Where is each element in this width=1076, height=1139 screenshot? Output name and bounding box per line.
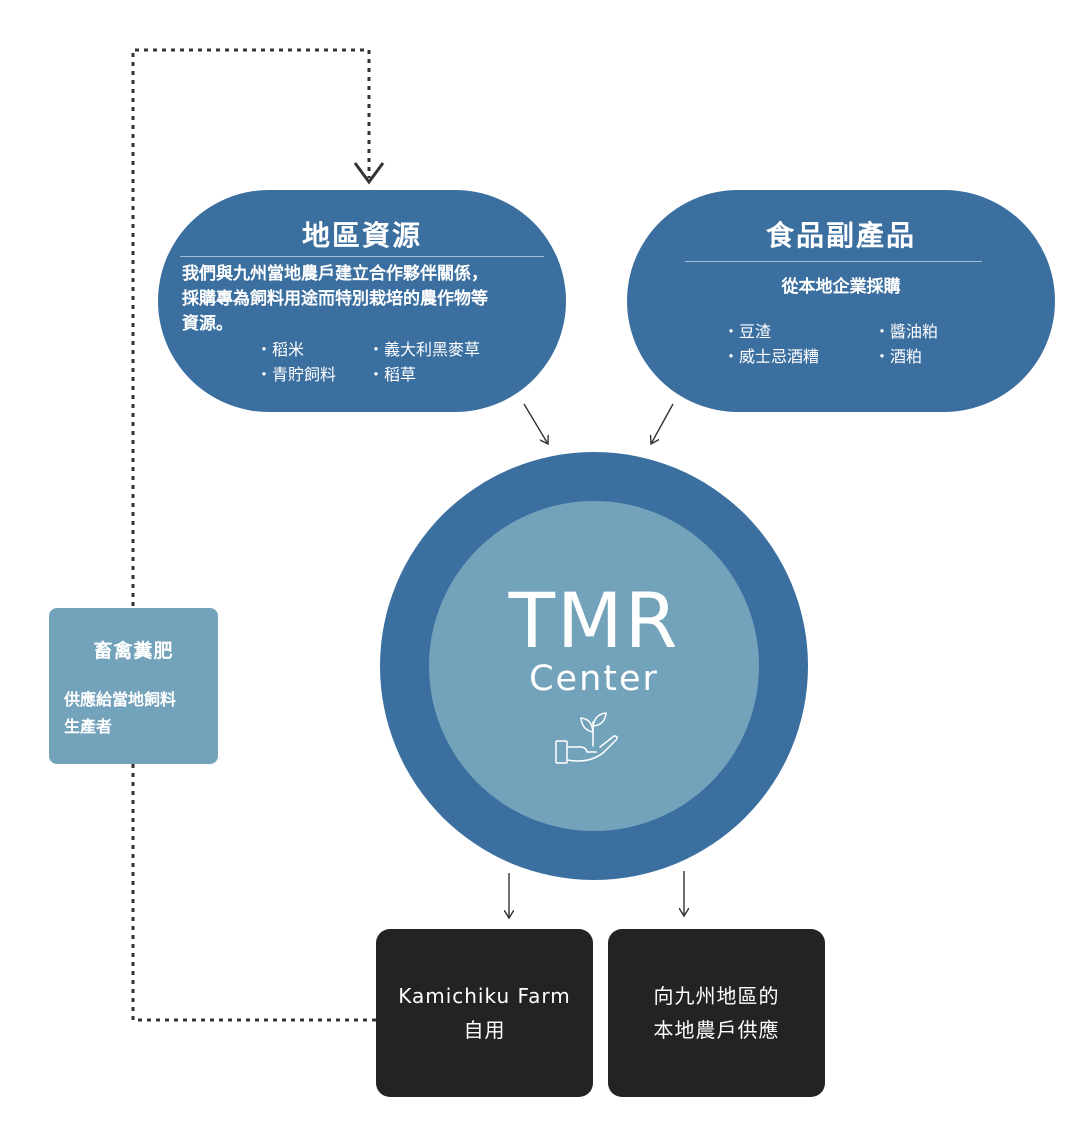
local-resource-item: ・稻草 bbox=[368, 365, 417, 384]
food-byproducts-title: 食品副產品 bbox=[765, 219, 916, 252]
tmr-subtitle: Center bbox=[529, 659, 659, 699]
supply-box: 向九州地區的 本地農戶供應 bbox=[608, 929, 825, 1097]
feedback-loop-line bbox=[131, 48, 376, 1022]
local-resources-description-line: 採購專為飼料用途而特別栽培的農作物等 bbox=[182, 289, 488, 309]
manure-description: 供應給當地飼料 生產者 bbox=[64, 686, 176, 740]
food-byproducts-divider bbox=[685, 261, 982, 262]
supply-line: 本地農戶供應 bbox=[653, 1018, 780, 1042]
feedback-loop-arrowhead bbox=[353, 162, 385, 185]
food-byproducts-subtitle: 從本地企業採購 bbox=[781, 277, 901, 297]
local-resource-item: ・稻米 bbox=[256, 340, 305, 359]
self-use-line: 自用 bbox=[463, 1018, 506, 1042]
local-resources-description-line: 資源。 bbox=[182, 314, 233, 334]
manure-description-line: 生產者 bbox=[64, 717, 113, 736]
self-use-line: Kamichiku Farm bbox=[398, 984, 571, 1008]
manure-card: 畜禽糞肥 供應給當地飼料 生產者 bbox=[49, 608, 218, 764]
local-resource-item: ・青貯飼料 bbox=[256, 365, 337, 384]
manure-description-line: 供應給當地飼料 bbox=[64, 690, 177, 709]
local-resources-title: 地區資源 bbox=[301, 219, 422, 252]
self-use-label: Kamichiku Farm 自用 bbox=[376, 979, 593, 1047]
food-byproduct-item: ・威士忌酒糟 bbox=[723, 347, 820, 366]
supply-line: 向九州地區的 bbox=[653, 984, 780, 1008]
arrow-local-to-tmr bbox=[523, 403, 548, 444]
food-byproduct-item: ・醬油粕 bbox=[874, 322, 939, 341]
food-byproduct-item: ・酒粕 bbox=[874, 347, 923, 366]
tmr-title: TMR bbox=[508, 576, 680, 665]
self-use-box: Kamichiku Farm 自用 bbox=[376, 929, 593, 1097]
local-resources-pill: 地區資源 我們與九州當地農戶建立合作夥伴關係， 採購專為飼料用途而特別栽培的農作… bbox=[158, 190, 566, 412]
supply-label: 向九州地區的 本地農戶供應 bbox=[608, 979, 825, 1047]
local-resources-divider bbox=[180, 256, 544, 257]
food-byproducts-pill: 食品副產品 從本地企業採購 ・豆渣 ・醬油粕 ・威士忌酒糟 ・酒粕 bbox=[627, 190, 1055, 412]
local-resources-description-line: 我們與九州當地農戶建立合作夥伴關係， bbox=[182, 264, 488, 284]
manure-title: 畜禽糞肥 bbox=[93, 640, 174, 662]
tmr-inner-circle bbox=[429, 501, 759, 831]
arrow-food-to-tmr bbox=[651, 403, 674, 444]
local-resources-description: 我們與九州當地農戶建立合作夥伴關係， 採購專為飼料用途而特別栽培的農作物等 資源… bbox=[182, 262, 488, 337]
local-resource-item: ・義大利黑麥草 bbox=[368, 340, 481, 359]
hand-sprout-icon bbox=[555, 712, 618, 764]
food-byproduct-item: ・豆渣 bbox=[723, 322, 772, 341]
